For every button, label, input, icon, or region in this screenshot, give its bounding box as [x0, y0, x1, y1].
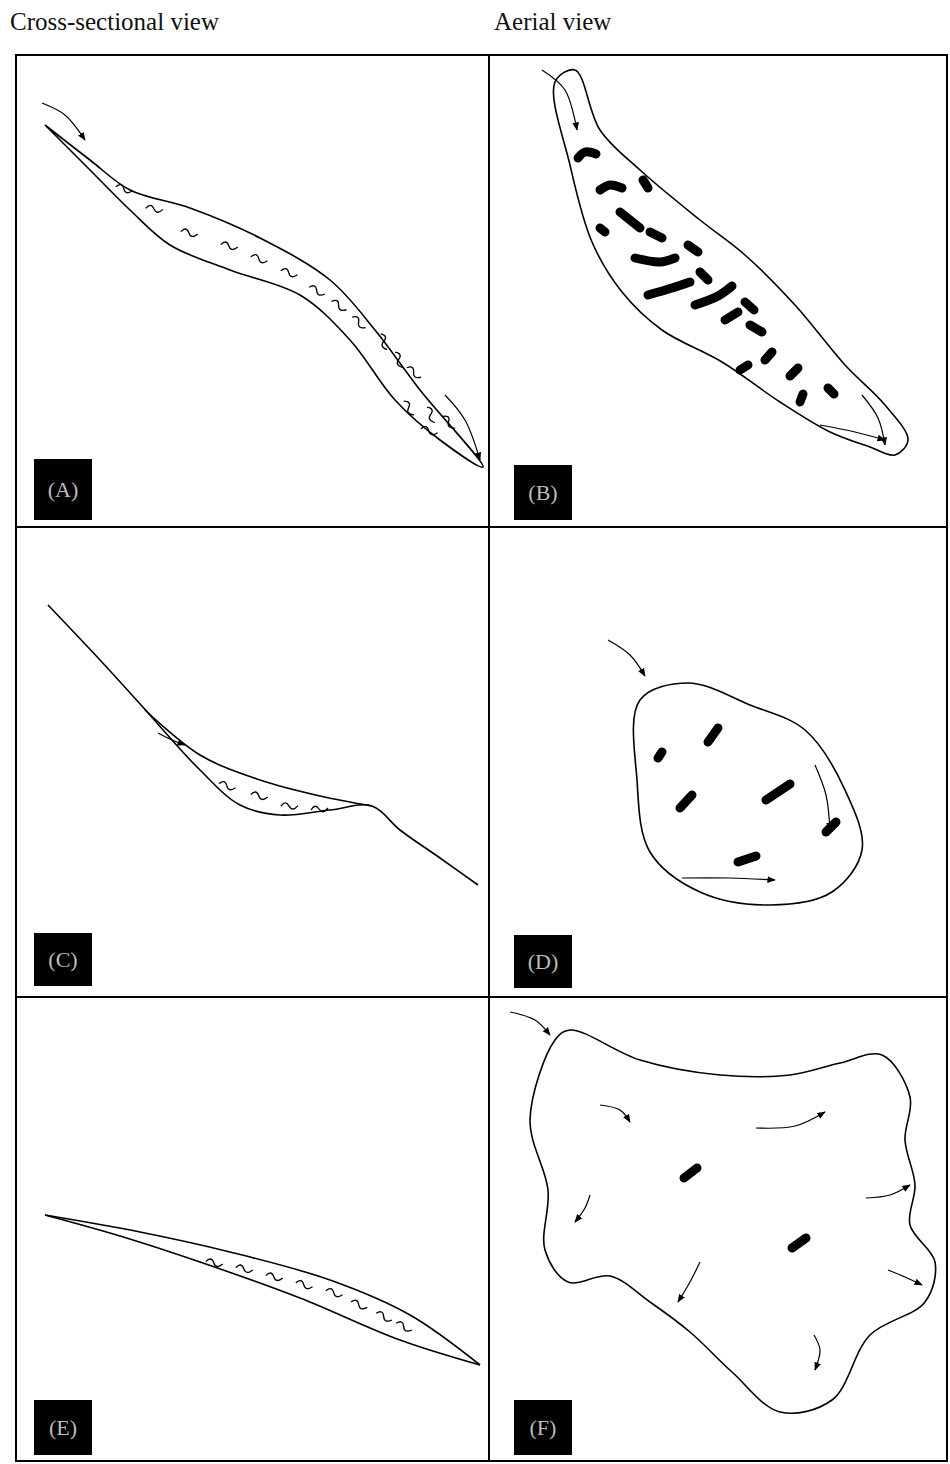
panel-grid — [16, 55, 947, 1461]
flow-texture — [218, 780, 236, 791]
boulder-ridge — [765, 352, 772, 360]
boulder-ridge — [648, 282, 690, 295]
boulder-ridge — [600, 228, 605, 232]
flow-arrow — [510, 1012, 550, 1035]
flow-texture — [375, 1310, 392, 1323]
flow-texture — [350, 1299, 368, 1311]
boulder-ridge — [620, 212, 640, 228]
flow-body — [45, 1215, 480, 1365]
panel-letter: (D) — [514, 935, 572, 988]
boulder-ridge — [792, 1238, 806, 1248]
flow-arrow — [814, 1335, 820, 1370]
boulder-ridge — [578, 152, 596, 158]
flow-texture — [250, 253, 268, 264]
flow-arrow — [542, 70, 577, 130]
flow-arrow — [678, 1262, 700, 1302]
flow-texture — [180, 228, 198, 238]
boulder-ridge — [740, 365, 748, 370]
flow-texture — [441, 414, 456, 431]
boulder-ridge — [725, 312, 738, 320]
panel-letter: (E) — [34, 1400, 92, 1455]
flow-arrow — [575, 1195, 590, 1222]
flow-texture — [205, 1258, 223, 1268]
flow-arrow — [888, 1270, 922, 1285]
flow-arrow — [756, 1112, 825, 1128]
boulder-ridge — [600, 185, 622, 190]
flow-texture — [351, 314, 367, 330]
flow-texture — [220, 241, 238, 251]
flow-arrow — [862, 395, 885, 445]
flow-texture — [308, 284, 325, 297]
view-heading: Cross-sectional view — [10, 8, 219, 36]
flow-arrow — [866, 1185, 910, 1198]
flow-arrow — [445, 395, 480, 460]
flow-texture — [265, 1272, 283, 1282]
flow-texture — [115, 183, 133, 194]
boulder-ridge — [658, 752, 662, 758]
flow-texture — [250, 791, 268, 801]
boulder-ridge — [684, 1168, 697, 1178]
flow-arrow — [158, 733, 185, 745]
flow-arrow — [820, 425, 885, 440]
flow-texture — [325, 1287, 343, 1298]
panel-letter: (B) — [514, 465, 572, 520]
flow-texture — [311, 806, 328, 812]
panel-letter: (C) — [34, 933, 92, 986]
boulder-ridge — [828, 388, 834, 394]
flow-arrow — [682, 878, 775, 880]
flow-body — [145, 710, 372, 806]
boulder-ridge — [680, 795, 692, 808]
boulder-ridge — [695, 286, 732, 305]
view-heading: Aerial view — [494, 8, 611, 36]
boulder-ridge — [700, 272, 708, 280]
flow-texture — [145, 205, 163, 213]
flow-arrow — [815, 765, 830, 830]
flow-body — [45, 125, 483, 467]
boulder-ridge — [708, 728, 718, 742]
panel-letter: (A) — [34, 459, 92, 520]
boulder-ridge — [643, 180, 648, 188]
flow-texture — [280, 267, 298, 278]
flow-body — [45, 1215, 480, 1365]
flow-texture — [425, 406, 436, 424]
flow-texture — [406, 365, 423, 380]
flow-texture — [235, 1264, 253, 1274]
boulder-ridge — [790, 368, 798, 376]
flow-texture — [393, 351, 404, 369]
flow-outline — [553, 70, 908, 456]
flow-arrow — [600, 1105, 630, 1122]
flow-arrow — [42, 103, 85, 140]
boulder-ridge — [826, 822, 836, 832]
boulder-ridge — [650, 232, 662, 238]
boulder-ridge — [745, 302, 754, 310]
flow-texture — [295, 1279, 313, 1290]
boulder-ridge — [688, 245, 698, 252]
flow-outline — [633, 683, 862, 905]
boulder-ridge — [800, 394, 803, 402]
flow-texture — [281, 802, 298, 809]
hillslope — [48, 605, 150, 715]
flow-texture — [379, 333, 389, 351]
hillslope — [150, 715, 478, 885]
flow-texture — [402, 399, 415, 416]
boulder-ridge — [750, 325, 762, 332]
flow-texture — [395, 1320, 412, 1333]
flow-texture — [330, 298, 347, 312]
flow-texture — [420, 425, 438, 436]
panel-letter: (F) — [514, 1400, 572, 1455]
boulder-ridge — [738, 856, 756, 862]
boulder-ridge — [766, 784, 790, 800]
flow-arrow — [608, 640, 645, 676]
flow-outline — [530, 1030, 936, 1413]
boulder-ridge — [635, 258, 675, 262]
